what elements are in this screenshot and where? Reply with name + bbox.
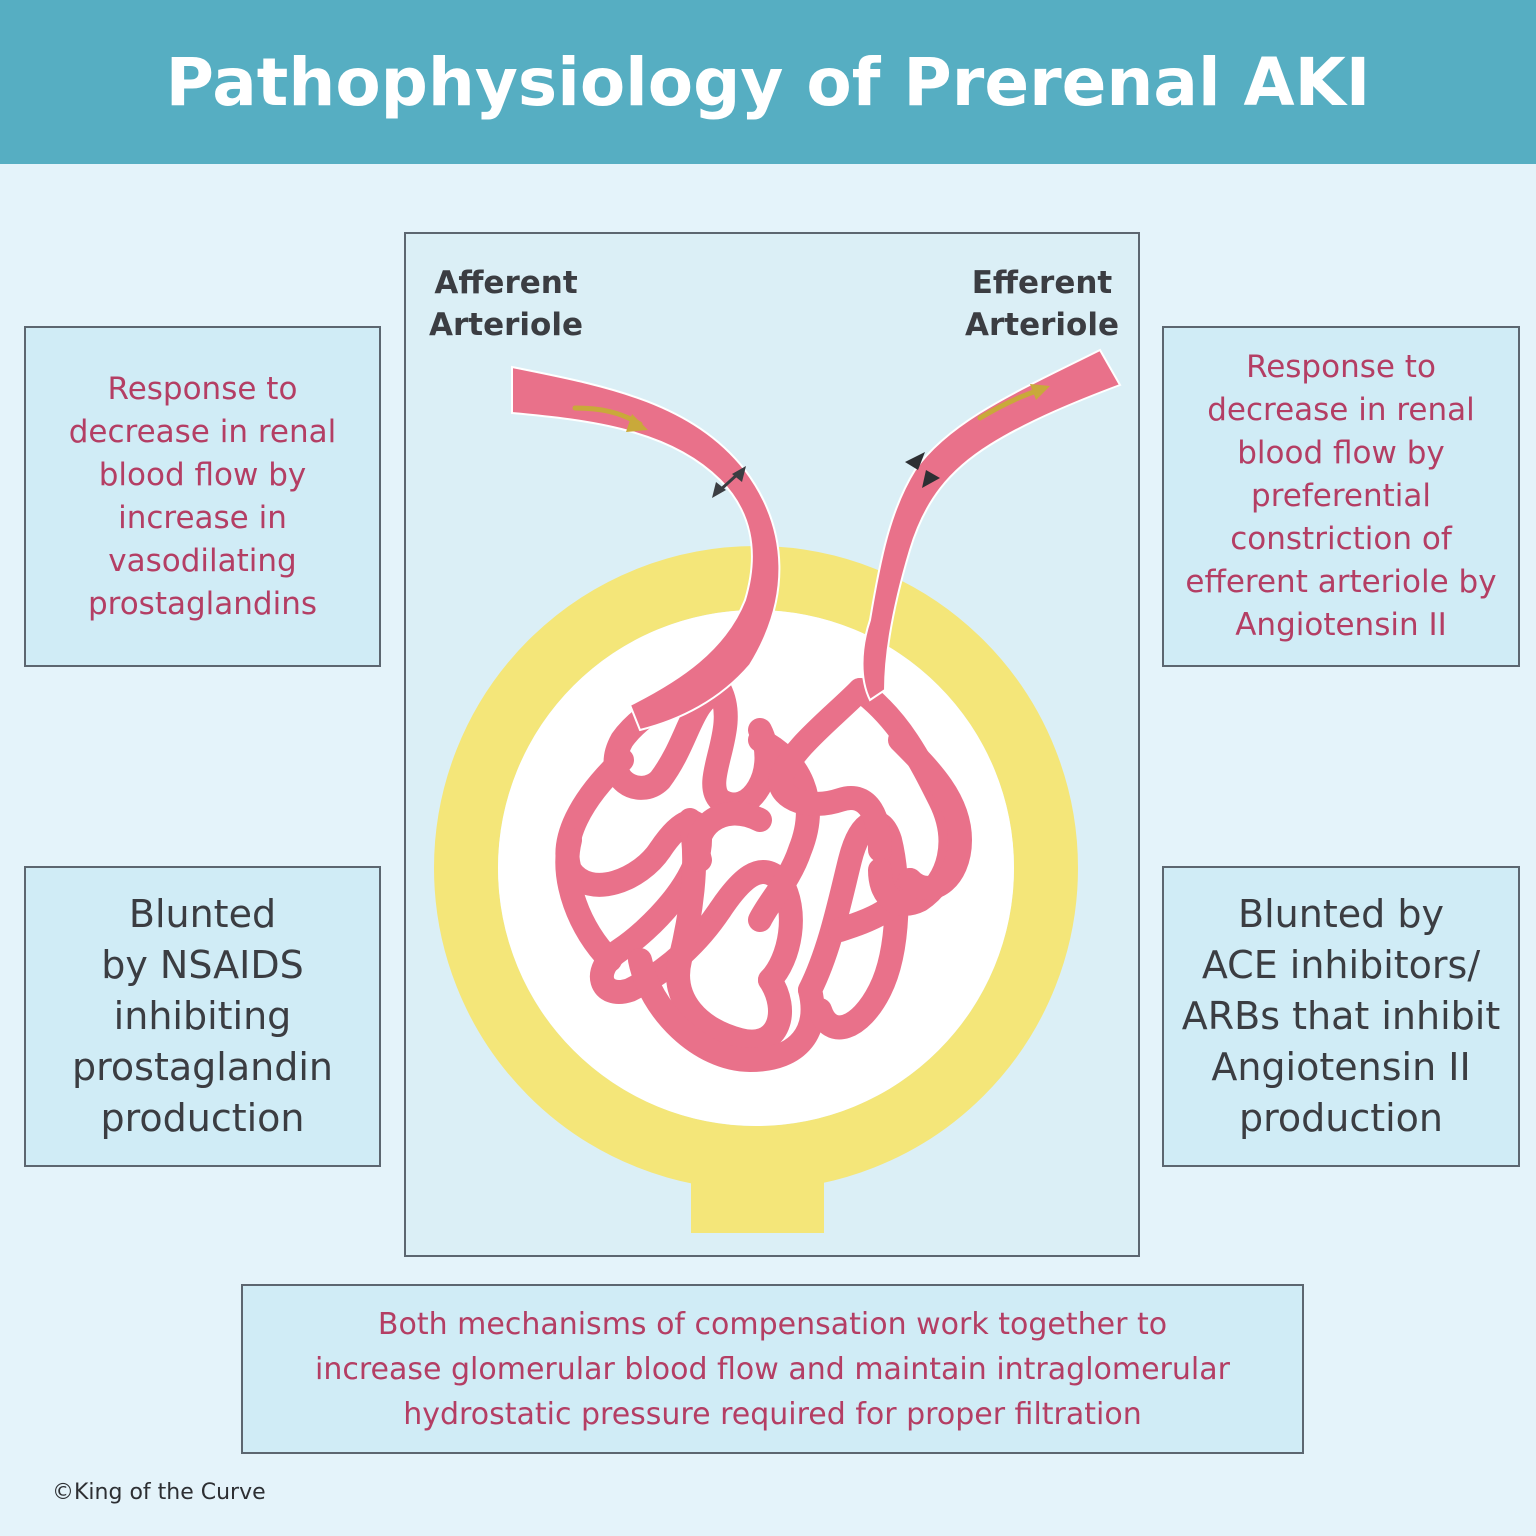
efferent-arteriole <box>861 348 1122 702</box>
copyright-text: ©King of the Curve <box>52 1480 266 1505</box>
nsaids-text: Blunted by NSAIDS inhibiting prostagland… <box>72 892 333 1140</box>
vasodilation-response-text: Response to decrease in renal blood flow… <box>68 370 337 622</box>
efferent-arteriole-label: Efferent Arteriole <box>965 265 1119 343</box>
afferent-arteriole-label: Afferent Arteriole <box>429 265 583 343</box>
capillary-tuft <box>555 628 972 1072</box>
vasodilation-response-box: Response to decrease in renal blood flow… <box>24 326 381 667</box>
nsaids-box: Blunted by NSAIDS inhibiting prostagland… <box>24 866 381 1167</box>
title-banner: Pathophysiology of Prerenal AKI <box>0 0 1536 164</box>
constriction-response-box: Response to decrease in renal blood flow… <box>1162 326 1520 667</box>
constriction-response-text: Response to decrease in renal blood flow… <box>1185 349 1497 643</box>
page-title: Pathophysiology of Prerenal AKI <box>165 43 1371 121</box>
ace-inhibitors-box: Blunted by ACE inhibitors/ ARBs that inh… <box>1162 866 1520 1167</box>
summary-box: Both mechanisms of compensation work tog… <box>241 1284 1304 1454</box>
afferent-arteriole <box>511 365 781 732</box>
ace-inhibitors-text: Blunted by ACE inhibitors/ ARBs that inh… <box>1181 892 1501 1140</box>
summary-text: Both mechanisms of compensation work tog… <box>315 1306 1230 1432</box>
